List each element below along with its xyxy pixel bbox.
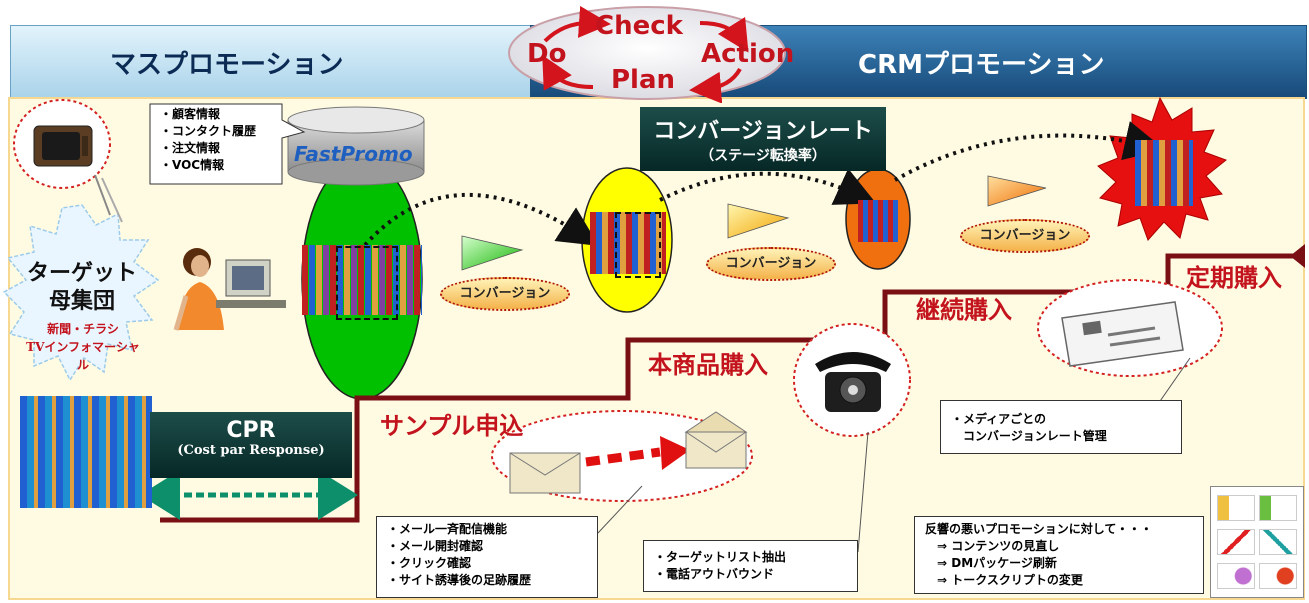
email-note-item: ・メール一斉配信機能 — [387, 522, 508, 536]
pdca-plan: Plan — [611, 65, 676, 95]
crowd-yellow-selection — [615, 212, 661, 278]
fastpromo-database — [287, 106, 425, 186]
staircase-arrowhead — [1290, 244, 1305, 268]
pdca-ellipse — [508, 5, 786, 103]
target-media-line1: 新聞・チラシ — [47, 322, 119, 336]
target-starburst — [2, 204, 160, 382]
promotion-review-note: 反響の悪いプロモーションに対して・・・ ⇒ コンテンツの見直し ⇒ DMパッケー… — [914, 516, 1204, 594]
tv-icon — [33, 125, 123, 223]
report-icons-panel — [1210, 486, 1304, 598]
pie-chart-report-icon — [1217, 563, 1255, 589]
stage-main-label: 本商品購入 — [648, 351, 768, 379]
cpr-label: CPR (Cost par Response) — [150, 412, 352, 478]
dotted-arrow-1 — [363, 192, 599, 247]
phone-note-item: ・電話アウトバウンド — [654, 567, 775, 581]
pdca-action: Action — [701, 39, 795, 69]
email-send-arrow — [585, 447, 661, 467]
promotion-note-item: 反響の悪いプロモーションに対して・・・ — [925, 522, 1153, 536]
media-conversion-note: ・メディアごとの コンバージョンレート管理 — [940, 400, 1182, 454]
target-media-line2: TVインフォマーシャル — [26, 340, 140, 372]
pdca-arrow-check-action — [699, 16, 749, 53]
crowd-yellow — [590, 212, 666, 274]
email-send-arrowhead — [660, 436, 690, 470]
crowd-target — [20, 396, 152, 508]
conversion-label-2: コンバージョン — [706, 247, 836, 281]
phone-note-item: ・ターゲットリスト抽出 — [654, 550, 787, 564]
crowd-regular — [1135, 140, 1193, 206]
stage-continuous-label: 継続購入 — [916, 296, 1012, 324]
email-features-note: ・メール一斉配信機能 ・メール開封確認 ・クリック確認 ・サイト誘導後の足跡履歴 — [376, 516, 598, 598]
media-note-item: ・メディアごとの — [951, 412, 1047, 426]
customer-info-list: ・顧客情報 ・コンタクト履歴 ・注文情報 ・VOC情報 — [160, 106, 256, 174]
email-note-item: ・メール開封確認 — [387, 539, 484, 553]
conversion-rate-label: コンバージョンレート （ステージ転換率） — [640, 107, 886, 171]
stage-regular-label: 定期購入 — [1186, 264, 1282, 292]
bar-chart-report-icon — [1259, 495, 1297, 521]
pdca-arrow-do-check — [543, 5, 611, 43]
target-title: ターゲット 母集団 — [22, 260, 142, 316]
call-operator-illustration — [173, 248, 286, 331]
customer-info-callout — [149, 103, 306, 185]
crowd-orange — [858, 200, 898, 242]
yellow-pennant — [727, 203, 790, 239]
target-title-line1: ターゲット — [26, 261, 137, 286]
fastpromo-logo: FastPromo — [294, 142, 413, 166]
phone-features-note: ・ターゲットリスト抽出 ・電話アウトバウンド — [643, 540, 858, 592]
note-line-email — [597, 485, 643, 534]
purchase-staircase — [160, 253, 1305, 523]
bar-chart-report-icon — [1217, 495, 1255, 521]
mass-promotion-title: マスプロモーション — [110, 50, 344, 80]
pdca-check: Check — [595, 11, 683, 41]
pdca-do: Do — [527, 39, 567, 69]
crowd-green — [302, 245, 422, 315]
email-note-item: ・サイト誘導後の足跡履歴 — [387, 573, 532, 587]
line-chart-report-icon — [1217, 529, 1255, 555]
line-chart-report-icon — [1259, 529, 1297, 555]
dotted-arrow-3 — [894, 121, 1165, 182]
pdca-arrow-action-plan — [689, 67, 742, 103]
customer-info-item: ・VOC情報 — [160, 158, 225, 172]
promotion-note-item: ⇒ DMパッケージ刷新 — [925, 556, 1057, 570]
postcard-icon — [1061, 301, 1184, 367]
customer-info-item: ・コンタクト履歴 — [160, 124, 257, 138]
crowd-green-selection — [336, 246, 398, 320]
promotion-note-item: ⇒ トークスクリプトの変更 — [925, 573, 1083, 587]
email-note-item: ・クリック確認 — [387, 556, 472, 570]
cpr-title: CPR — [226, 418, 276, 443]
note-line-phone — [857, 431, 869, 553]
cpr-subtitle: (Cost par Response) — [177, 443, 325, 458]
promotion-note-item: ⇒ コンテンツの見直し — [925, 539, 1060, 553]
envelope-closed-icon — [509, 452, 581, 494]
stage-sample-label: サンプル申込 — [380, 412, 524, 440]
pie-chart-report-icon — [1259, 563, 1297, 589]
pdca-arrow-plan-do — [542, 55, 594, 91]
green-pennant — [461, 235, 524, 271]
crm-promotion-title: CRMプロモーション — [858, 50, 1105, 80]
orange-pennant — [987, 175, 1047, 207]
mass-promotion-banner — [10, 25, 532, 99]
conversion-label-3: コンバージョン — [960, 219, 1090, 253]
pdca-cycle: Check Do Action Plan — [505, 3, 794, 103]
conversion-rate-subtitle: （ステージ転換率） — [700, 148, 826, 164]
customer-info-item: ・顧客情報 — [160, 107, 221, 121]
target-media: 新聞・チラシ TVインフォマーシャル — [22, 320, 144, 374]
telephone-icon — [815, 352, 891, 412]
envelope-open-icon — [684, 411, 748, 469]
customer-info-item: ・注文情報 — [160, 141, 221, 155]
target-title-line2: 母集団 — [48, 289, 115, 314]
dotted-arrow-2 — [659, 168, 877, 205]
media-note-item: コンバージョンレート管理 — [951, 429, 1107, 443]
conversion-label-1: コンバージョン — [440, 277, 570, 311]
conversion-rate-title: コンバージョンレート — [653, 119, 873, 144]
